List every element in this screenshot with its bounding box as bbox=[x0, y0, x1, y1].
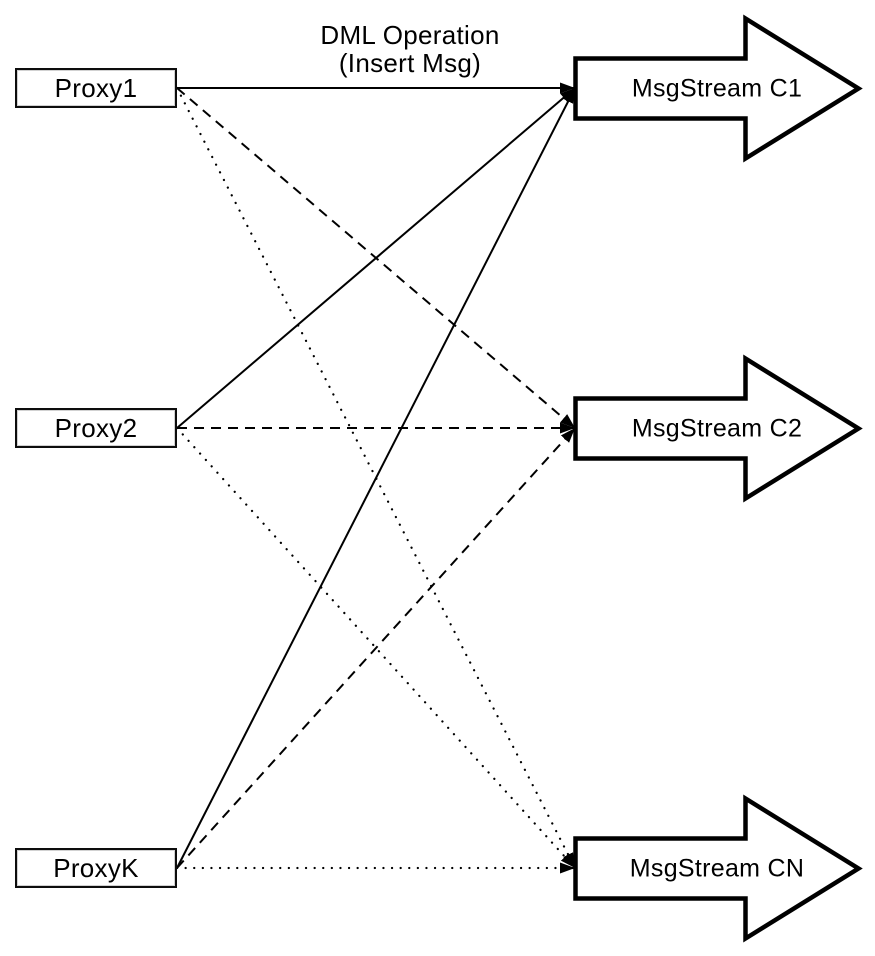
edge-pk-to-c1-solid bbox=[176, 87, 576, 869]
proxy1-label: Proxy1 bbox=[54, 72, 138, 103]
edge-label: DML Operation (Insert Msg) bbox=[260, 21, 560, 77]
msgstream-c1-arrow-shape bbox=[573, 14, 863, 163]
msgstream-cn-node: MsgStream CN bbox=[571, 794, 863, 943]
msgstream-cn-arrow-shape bbox=[573, 794, 863, 943]
msgstream-c2-arrow-shape bbox=[573, 354, 863, 503]
proxyk-node: ProxyK bbox=[15, 848, 177, 888]
edge-label-line1: DML Operation bbox=[320, 20, 500, 50]
edge-pk-to-c2-dashed bbox=[176, 427, 576, 869]
msgstream-c1-node: MsgStream C1 bbox=[571, 14, 863, 163]
msgstream-cn-label: MsgStream CN bbox=[629, 854, 805, 882]
proxyk-label: ProxyK bbox=[53, 852, 139, 883]
edge-p2-to-c1-solid bbox=[176, 87, 576, 429]
proxy2-label: Proxy2 bbox=[54, 412, 138, 443]
edge-label-line2: (Insert Msg) bbox=[338, 48, 482, 78]
proxy1-node: Proxy1 bbox=[15, 68, 177, 108]
msgstream-c1-label: MsgStream C1 bbox=[631, 74, 803, 102]
msgstream-c2-node: MsgStream C2 bbox=[571, 354, 863, 503]
proxy2-node: Proxy2 bbox=[15, 408, 177, 448]
msgstream-c2-label: MsgStream C2 bbox=[631, 414, 803, 442]
